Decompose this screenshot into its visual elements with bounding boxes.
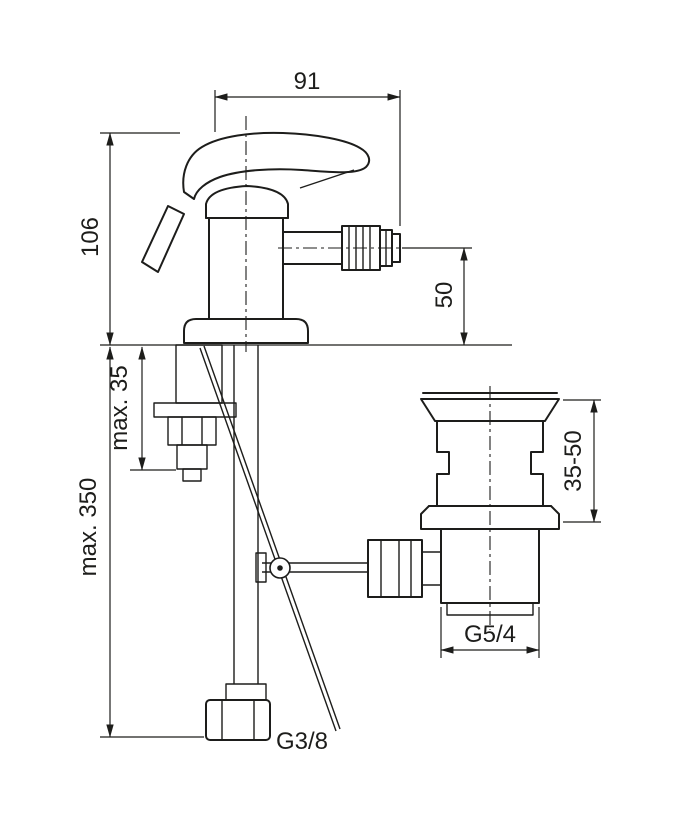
handle-underside-line <box>299 169 355 189</box>
popup-rod-line-1 <box>199 347 337 732</box>
dim-label-spout-projection: 91 <box>294 68 321 95</box>
spout-tube <box>282 231 343 265</box>
popup-linkage <box>199 345 368 732</box>
dim-label-supply-thread: G3/8 <box>276 728 328 755</box>
supply-hose <box>205 345 271 741</box>
lever-tail <box>141 205 185 273</box>
waste-nut-facets <box>380 540 412 597</box>
fixing-shank-assembly <box>153 344 237 482</box>
dim-label-max-hose-length: max. 350 <box>75 478 102 577</box>
dim-label-body-height: 106 <box>77 217 104 257</box>
hose-walls <box>233 345 259 684</box>
waste-tailpipe <box>422 551 441 586</box>
lever-handle <box>182 131 371 200</box>
hose-nut-facets <box>221 700 255 740</box>
shank-tip <box>182 468 202 482</box>
dimension-max-hose-length: max. 350 <box>75 346 204 738</box>
dimension-waste-thread: G5/4 <box>440 607 540 658</box>
faucet-base <box>183 318 309 344</box>
label-supply-thread: G3/8 <box>276 728 328 755</box>
dimension-waste-height-range: 35-50 <box>560 399 601 523</box>
faucet-body <box>205 217 289 320</box>
popup-waste-assembly <box>367 386 560 630</box>
aerator-end-cap <box>391 233 401 263</box>
dimension-body-height: 106 <box>77 132 180 346</box>
dim-label-spout-height: 50 <box>431 282 458 309</box>
fixing-nut-facets <box>181 417 203 445</box>
ball-joint-pin <box>277 565 283 571</box>
hose-collar <box>225 683 267 701</box>
mixer-faucet <box>141 116 430 352</box>
threaded-shank <box>175 344 223 404</box>
fixing-nut <box>167 416 217 446</box>
rod-clevis <box>255 552 267 583</box>
popup-rod-line-2 <box>203 345 341 730</box>
waste-upper-body <box>428 420 552 507</box>
waste-bottom-cap <box>446 602 534 616</box>
shank-stub <box>176 444 208 470</box>
waste-top-flange <box>420 392 560 422</box>
cartridge-cap <box>205 185 289 219</box>
dim-label-waste-height-range: 35-50 <box>560 430 587 491</box>
hose-nut <box>205 699 271 741</box>
dimension-max-mounting-thickness: max. 35 <box>106 346 176 471</box>
dim-label-waste-thread: G5/4 <box>464 621 516 648</box>
aerator-knurl-lines <box>348 226 371 270</box>
dimension-spout-projection: 91 <box>214 68 401 226</box>
waste-nut <box>367 539 423 598</box>
dimension-spout-height: 50 <box>402 247 472 346</box>
